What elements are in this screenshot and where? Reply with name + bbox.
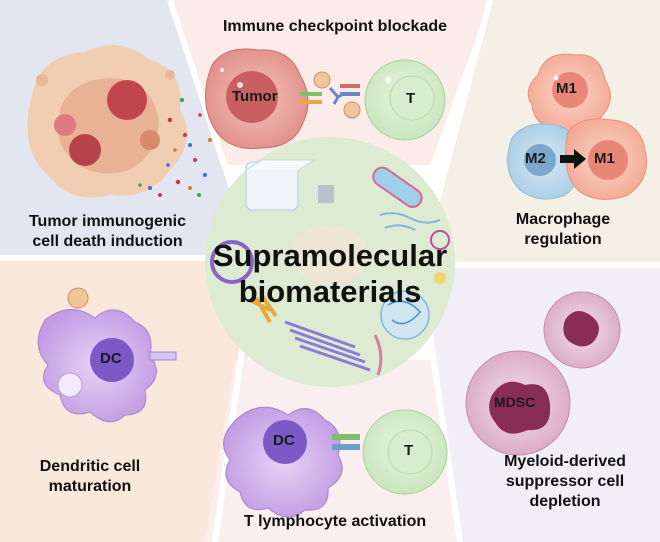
supramolecular-biomaterials-circle — [205, 137, 455, 387]
checkpoint-antibodies-illustration — [300, 71, 361, 119]
title-mdsc-depletion: Myeloid-derived suppressor cell depletio… — [480, 452, 650, 512]
t-cell-bottom-illustration — [362, 409, 448, 495]
label-dc-bottom: DC — [273, 432, 295, 449]
label-m1-top: M1 — [556, 80, 577, 97]
title-macrophage-regulation-line1: Macrophage — [515, 211, 611, 228]
m1-macrophage-right-illustration — [565, 118, 648, 200]
center-title-line2: biomaterials — [238, 273, 422, 309]
title-tumor-icd-line2: cell death induction — [32, 233, 183, 250]
title-mdsc-depletion-line1: Myeloid-derived — [504, 453, 626, 470]
title-dc-maturation: Dendritic cell maturation — [10, 457, 170, 497]
label-dc-left: DC — [100, 350, 122, 367]
title-mdsc-depletion-line3: depletion — [529, 493, 601, 510]
m1-macrophage-top-illustration — [527, 53, 611, 132]
title-dc-maturation-line2: maturation — [48, 478, 132, 495]
label-m1-right: M1 — [594, 150, 615, 167]
label-t-top: T — [406, 90, 416, 107]
mdsc-small-illustration — [543, 291, 621, 369]
title-macrophage-regulation: Macrophage regulation — [478, 210, 648, 250]
title-tumor-icd: Tumor immunogenic cell death induction — [0, 212, 215, 252]
title-t-lymphocyte-activation: T lymphocyte activation — [243, 513, 427, 530]
t-cell-top-illustration — [364, 59, 446, 141]
title-dc-maturation-line1: Dendritic cell — [39, 458, 141, 475]
mdsc-large-illustration — [465, 350, 571, 456]
label-t-bottom: T — [404, 442, 414, 459]
center-title-line1: Supramolecular — [212, 238, 448, 273]
title-tumor-icd-line1: Tumor immunogenic — [28, 213, 187, 230]
arrow-icon — [560, 149, 586, 169]
label-m2: M2 — [525, 150, 546, 167]
label-mdsc: MDSC — [494, 394, 536, 410]
title-macrophage-regulation-line2: regulation — [524, 231, 602, 248]
label-tumor: Tumor — [232, 88, 278, 105]
tumor-cell-illustration — [204, 48, 309, 150]
title-mdsc-depletion-line2: suppressor cell — [505, 473, 625, 490]
title-immune-checkpoint-blockade: Immune checkpoint blockade — [222, 18, 448, 35]
dendritic-cell-left-illustration — [37, 287, 177, 423]
dendritic-cell-bottom-illustration — [223, 406, 360, 518]
m2-macrophage-illustration — [507, 123, 582, 200]
center-title: Supramolecular biomaterials — [200, 238, 460, 309]
dying-tumor-cells-illustration — [27, 45, 212, 198]
